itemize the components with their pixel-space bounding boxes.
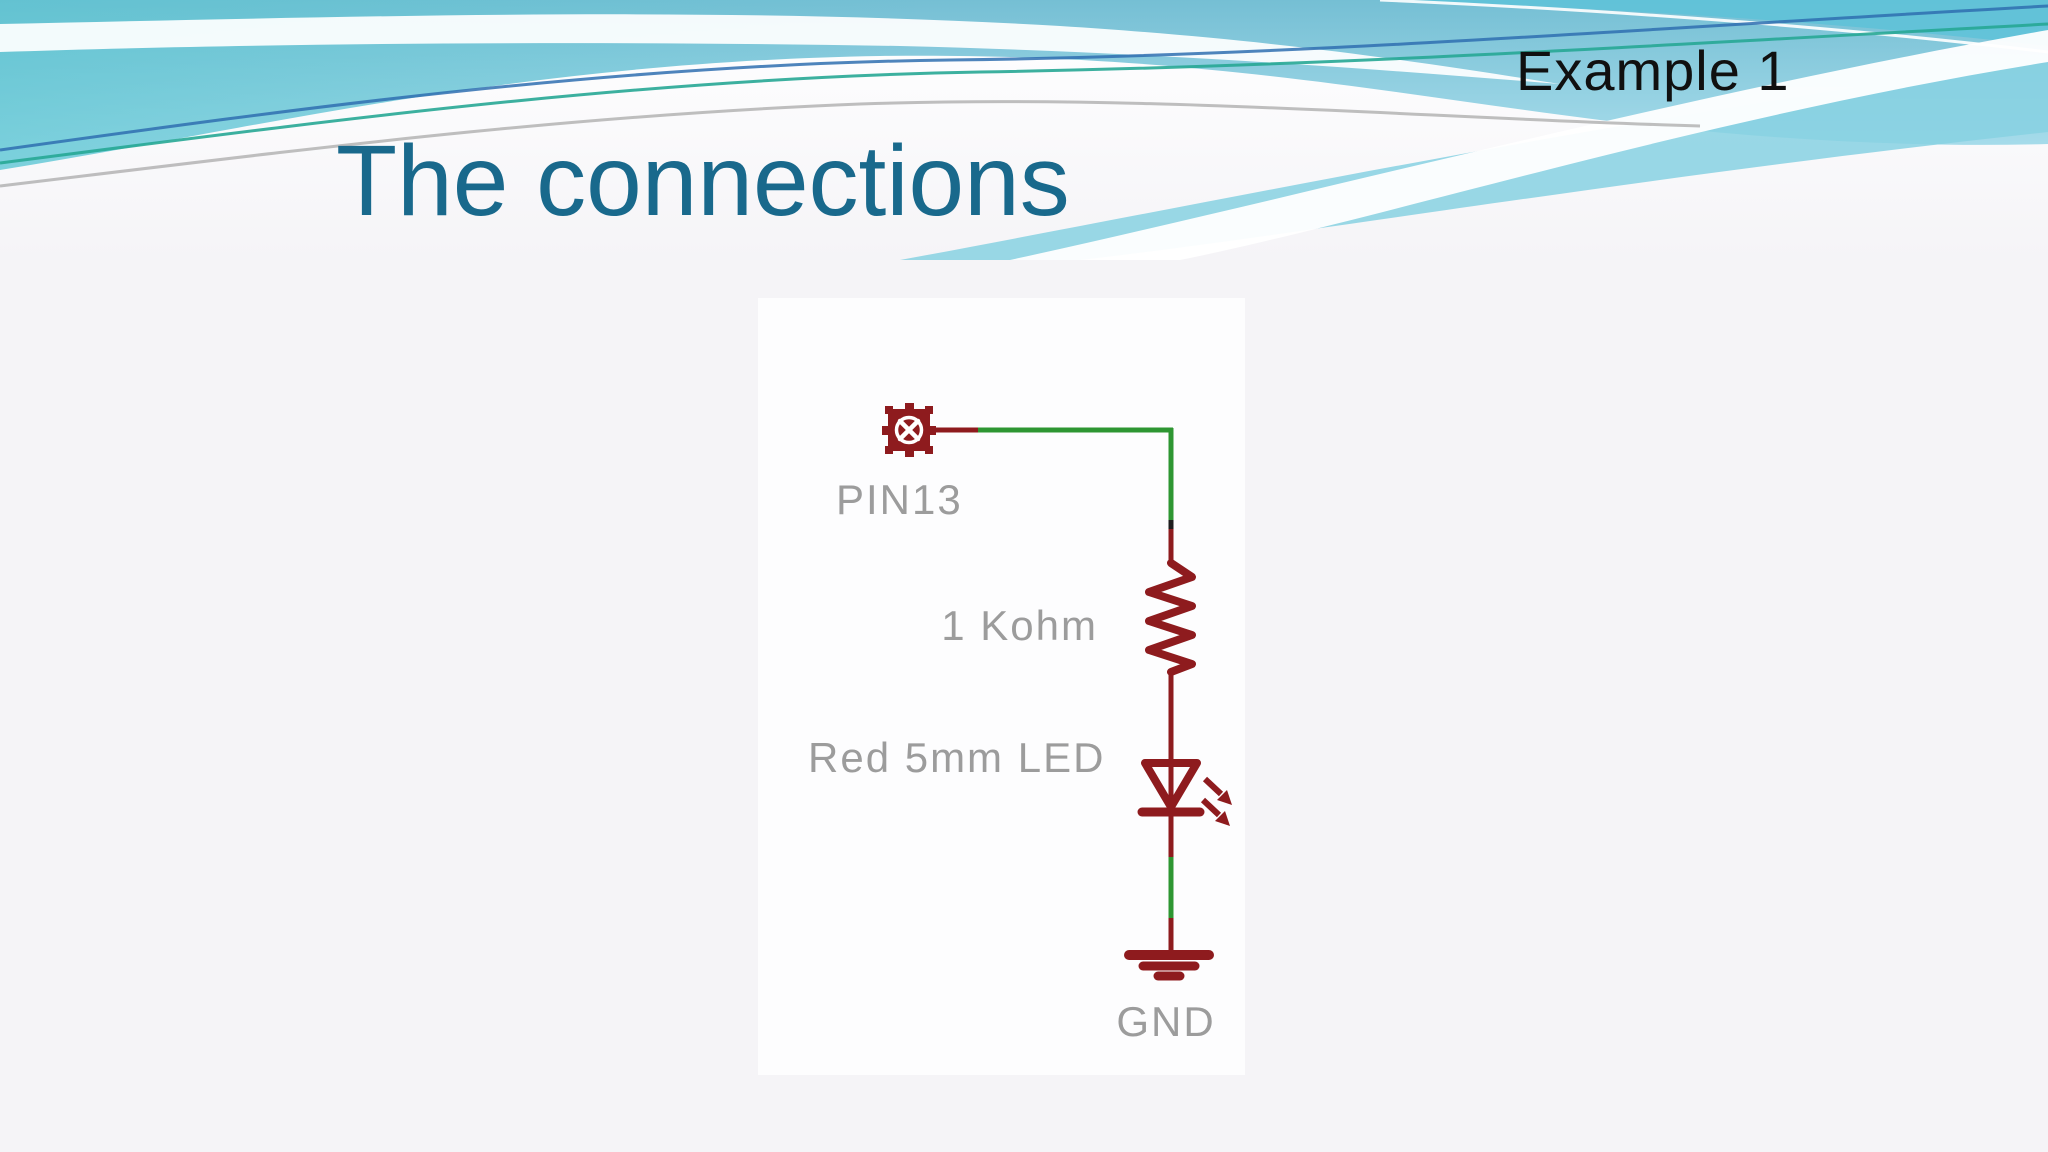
- pin-pad-icon: [882, 403, 936, 457]
- ground-icon: [1124, 950, 1214, 981]
- header-white-hump: [0, 55, 2048, 260]
- led-icon: [1137, 759, 1232, 826]
- led-emission-arrows: [1200, 776, 1232, 826]
- header-cyan-sliver: [1380, 0, 2048, 46]
- header-white-band-left: [0, 14, 1560, 85]
- resistor-label: 1 Kohm: [941, 602, 1098, 649]
- circuit-diagram-panel: PIN13 1 Kohm Red 5mm LED GND: [758, 298, 1245, 1075]
- ground-label: GND: [1116, 998, 1216, 1045]
- header-wave-decoration: [0, 0, 2048, 260]
- led-label: Red 5mm LED: [808, 734, 1106, 781]
- wire-segments: [929, 427, 1174, 953]
- resistor-icon: [1145, 559, 1196, 676]
- header-white-band-right: [1010, 30, 2048, 260]
- header-accent-line-gray: [0, 100, 1701, 188]
- corner-label: Example 1: [1516, 39, 1790, 102]
- circuit-schematic: [882, 403, 1232, 981]
- header-accent-line-blue: [0, 4, 2048, 152]
- page-title: The connections: [336, 125, 1070, 237]
- pin-label: PIN13: [836, 476, 963, 523]
- header-accent-line-teal: [0, 22, 2048, 165]
